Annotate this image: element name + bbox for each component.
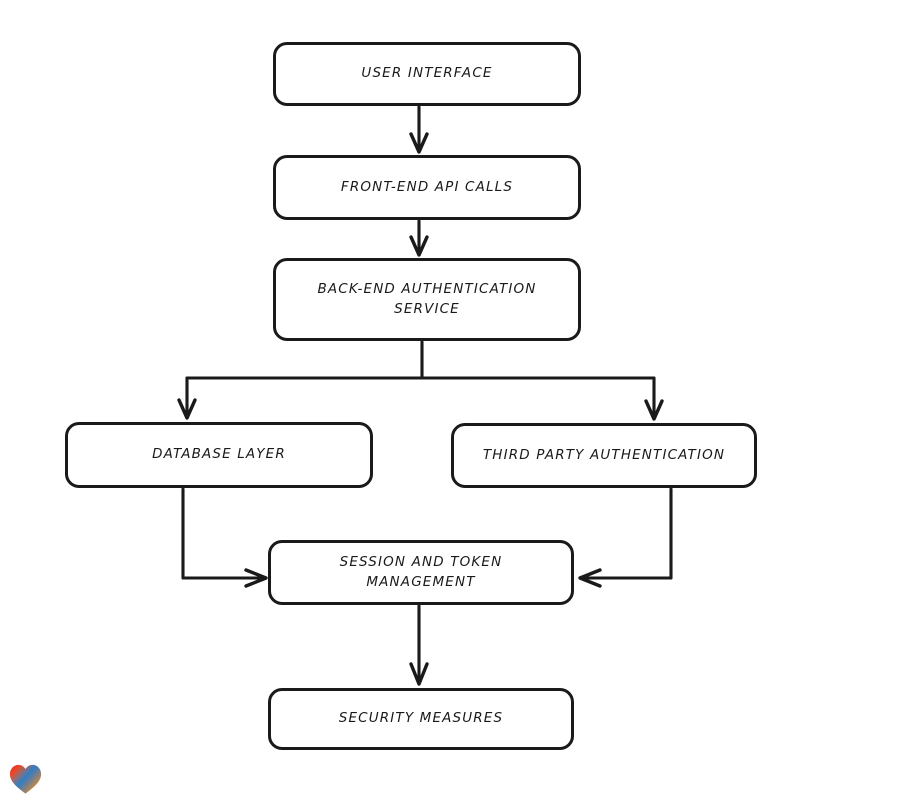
node-database-layer[interactable]: DATABASE LAYER: [65, 422, 373, 488]
node-label: THIRD PARTY AUTHENTICATION: [482, 446, 726, 463]
edge-backend-auth-to-third-party-auth: [644, 376, 664, 421]
node-user-interface[interactable]: USER INTERFACE: [273, 42, 581, 106]
node-label: SECURITY MEASURES: [338, 710, 504, 727]
node-label: USER INTERFACE: [361, 65, 493, 82]
edge-user-interface-to-frontend-api: [409, 105, 429, 154]
node-label: DATABASE LAYER: [152, 446, 286, 463]
node-security-measures[interactable]: SECURITY MEASURES: [268, 688, 574, 750]
node-backend-authentication-service[interactable]: BACK-END AUTHENTICATION SERVICE: [273, 258, 581, 341]
node-third-party-authentication[interactable]: THIRD PARTY AUTHENTICATION: [451, 423, 757, 488]
node-frontend-api[interactable]: FRONT-END API CALLS: [273, 155, 581, 220]
node-label: BACK-END AUTHENTICATION SERVICE: [317, 280, 537, 317]
edge-backend-auth-to-database-layer: [177, 376, 197, 420]
edge-session-token-to-security-measures: [409, 604, 429, 686]
node-session-and-token-management[interactable]: SESSION AND TOKEN MANAGEMENT: [268, 540, 574, 605]
node-label: SESSION AND TOKEN MANAGEMENT: [339, 553, 503, 590]
node-label: FRONT-END API CALLS: [340, 178, 514, 195]
edge-third-party-auth-to-session-token: [578, 487, 673, 588]
edge-backend-auth-split-bus: [185, 340, 656, 380]
edge-database-layer-to-session-token: [181, 487, 268, 588]
heart-icon: [9, 764, 42, 794]
edge-frontend-api-to-backend-auth: [409, 219, 429, 257]
